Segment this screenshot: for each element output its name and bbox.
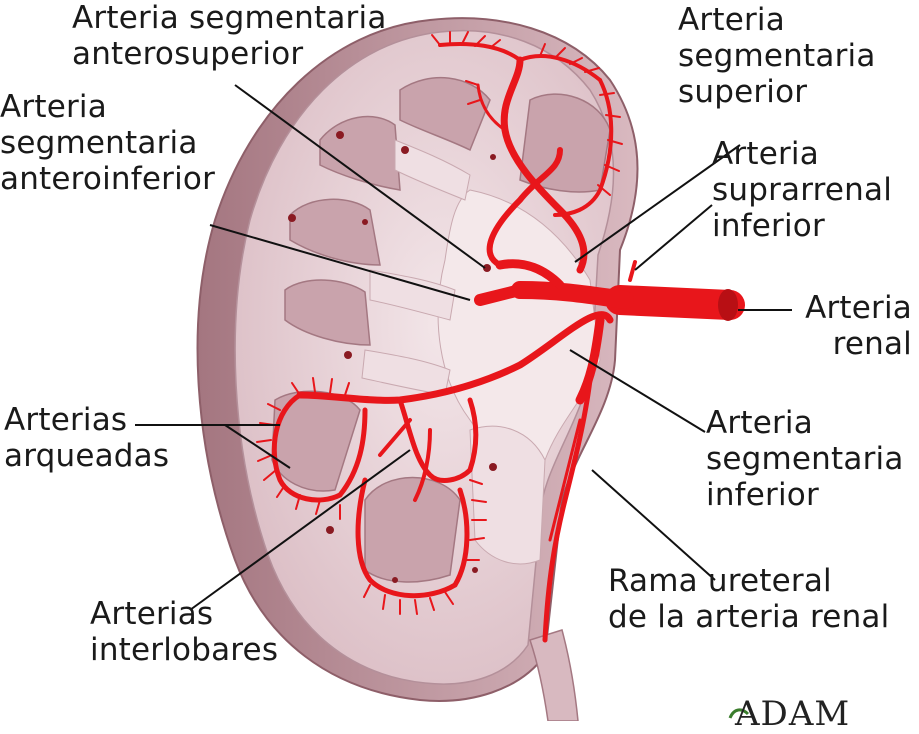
label-line: Arterias xyxy=(4,402,169,438)
label-line: suprarrenal xyxy=(712,172,892,208)
label-line: de la arteria renal xyxy=(608,599,889,635)
ureter xyxy=(530,630,578,721)
label-line: Arteria xyxy=(0,89,215,125)
label-line: anteroinferior xyxy=(0,161,215,197)
label-line: superior xyxy=(678,74,876,110)
label-line: segmentaria xyxy=(706,441,904,477)
label-line: Arteria xyxy=(780,290,912,326)
label-line: interlobares xyxy=(90,632,278,668)
label-line: inferior xyxy=(706,477,904,513)
label-rama-ureteral: Rama ureteral de la arteria renal xyxy=(608,563,889,635)
label-arteria-segmentaria-superior: Arteria segmentaria superior xyxy=(678,2,876,110)
label-arteria-suprarrenal-inferior: Arteria suprarrenal inferior xyxy=(712,136,892,244)
label-line: Arteria segmentaria xyxy=(72,0,387,36)
label-arteria-renal: Arteria renal xyxy=(780,290,912,362)
label-arteria-segmentaria-anteroinferior: Arteria segmentaria anteroinferior xyxy=(0,89,215,197)
label-arteria-segmentaria-anterosuperior: Arteria segmentaria anterosuperior xyxy=(72,0,387,72)
label-line: anterosuperior xyxy=(72,36,387,72)
label-arterias-interlobares: Arterias interlobares xyxy=(90,596,278,668)
label-line: inferior xyxy=(712,208,892,244)
label-arterias-arqueadas: Arterias arqueadas xyxy=(4,402,169,474)
label-line: Arteria xyxy=(712,136,892,172)
label-line: Arteria xyxy=(678,2,876,38)
adam-logo: ADAM xyxy=(735,694,850,734)
label-line: segmentaria xyxy=(0,125,215,161)
label-arteria-segmentaria-inferior: Arteria segmentaria inferior xyxy=(706,405,904,513)
label-line: Arteria xyxy=(706,405,904,441)
label-line: arqueadas xyxy=(4,438,169,474)
label-line: Arterias xyxy=(90,596,278,632)
label-line: renal xyxy=(780,326,912,362)
label-line: segmentaria xyxy=(678,38,876,74)
label-line: Rama ureteral xyxy=(608,563,889,599)
